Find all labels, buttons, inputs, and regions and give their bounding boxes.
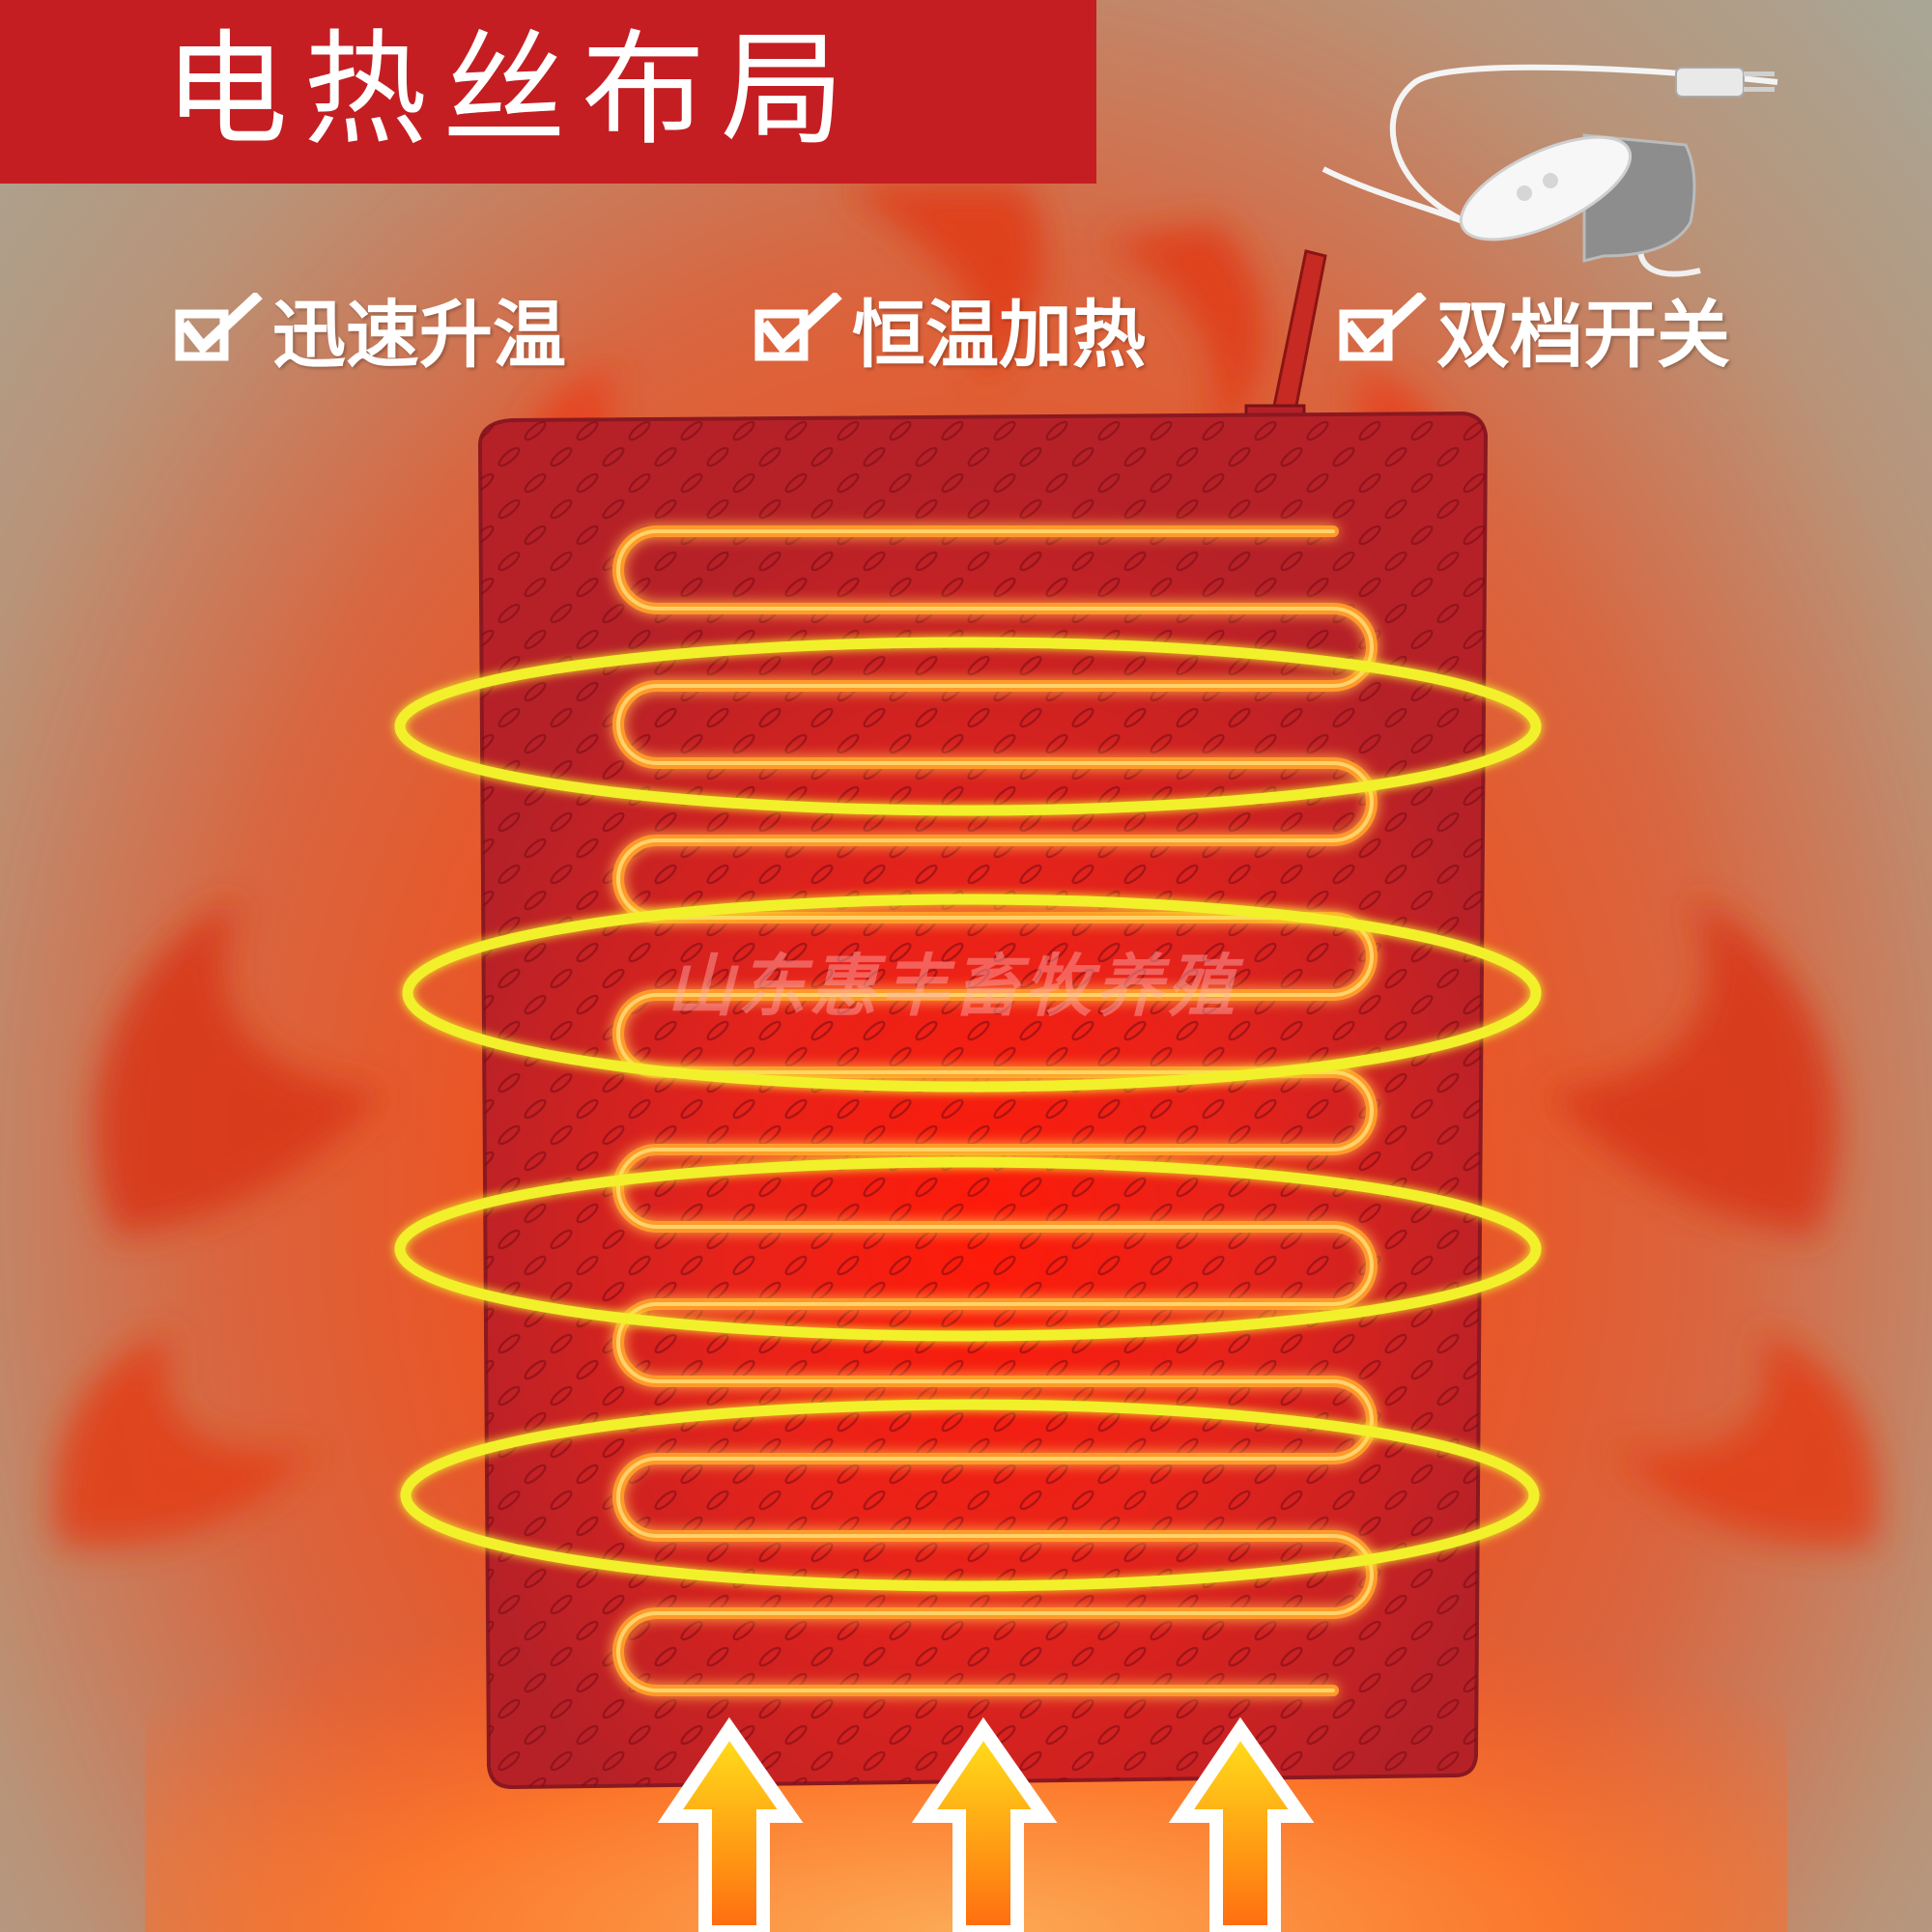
heat-ring	[394, 637, 1542, 816]
up-arrow-icon	[1168, 1717, 1315, 1932]
title-banner: 电热丝布局	[0, 0, 1096, 184]
feature-item-constant-temp: 恒温加热	[753, 280, 1146, 378]
feature-label: 双档开关	[1436, 292, 1730, 378]
heat-ring	[394, 1156, 1542, 1342]
heat-ring	[402, 894, 1542, 1093]
feature-item-dual-switch: 双档开关	[1338, 280, 1730, 378]
heat-rings	[394, 637, 1542, 1592]
feature-item-fast-heating: 迅速升温	[174, 280, 566, 378]
up-arrow-icon	[657, 1717, 804, 1932]
controller-cord-icon	[1321, 64, 1778, 277]
heat-arrows	[657, 1717, 1315, 1932]
feature-label: 恒温加热	[852, 292, 1146, 378]
checkbox-check-icon	[754, 293, 842, 361]
checkbox-check-icon	[175, 293, 263, 361]
checkbox-check-icon	[1339, 293, 1427, 361]
heating-pad	[477, 411, 1489, 1790]
watermark: 山东惠丰畜牧养殖	[667, 947, 1238, 1026]
heating-wire	[612, 526, 1378, 1696]
up-arrow-icon	[911, 1717, 1058, 1932]
feature-label: 迅速升温	[272, 292, 566, 378]
heat-ring	[400, 1399, 1540, 1592]
page-title: 电热丝布局	[164, 18, 861, 162]
